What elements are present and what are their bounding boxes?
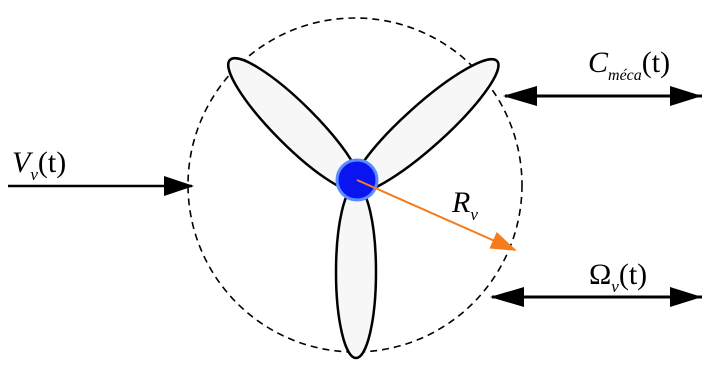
angular-speed-arrow xyxy=(490,287,702,307)
swept-area-circle xyxy=(187,17,523,353)
wind-speed-label: Vv(t) xyxy=(12,146,66,184)
blade-bottom xyxy=(334,184,378,360)
torque-label: Cméca(t) xyxy=(588,46,670,84)
torque-arrow xyxy=(503,86,702,106)
angular-speed-label: Ωv(t) xyxy=(589,258,647,296)
rotor-blades xyxy=(227,57,500,360)
radius-label: Rv xyxy=(451,186,478,224)
radius-arrow xyxy=(356,179,517,251)
